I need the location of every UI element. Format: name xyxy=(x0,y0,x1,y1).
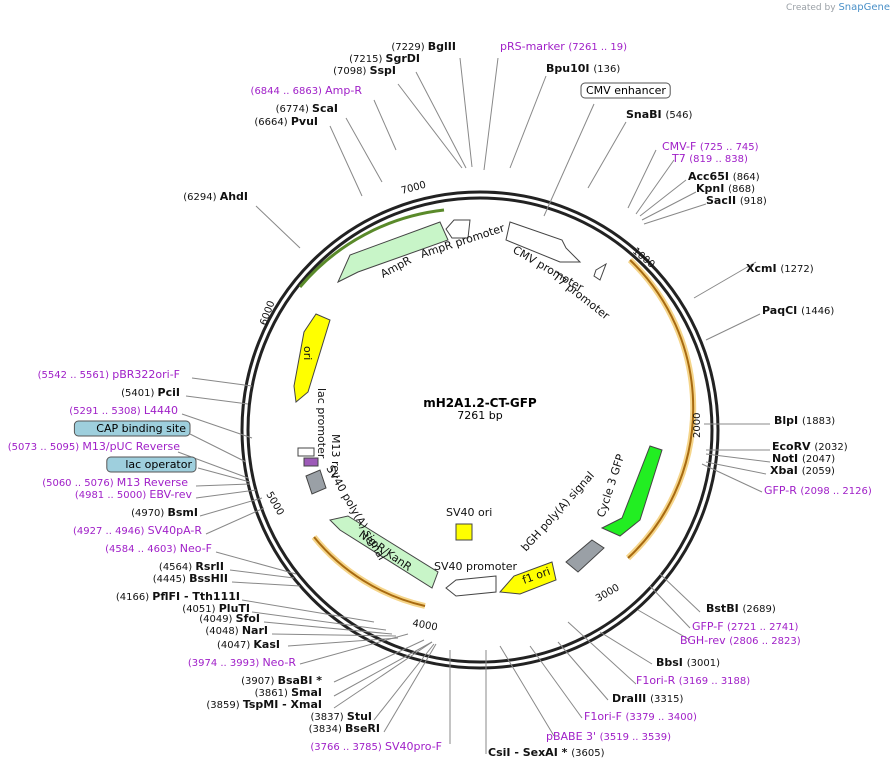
f1-ori-feature xyxy=(498,561,557,595)
enzyme-label: (4970) BsmI xyxy=(131,506,198,519)
enzyme-label: (3834) BseRI xyxy=(309,722,380,735)
enzyme-label: (3907) BsaBI * xyxy=(241,674,322,687)
cmv-promoter-feature xyxy=(505,221,582,263)
feature-box-label: CAP binding site xyxy=(96,422,186,435)
sv40-polya-feature xyxy=(305,469,327,495)
backbone-outer-ring xyxy=(240,190,720,670)
enzyme-label: (4051) PluTI xyxy=(182,602,250,615)
primer-label: (3766 .. 3785) SV40pro-F xyxy=(310,740,442,753)
primer-label: (5060 .. 5076) M13 Reverse xyxy=(42,476,188,489)
tick-2000: 2000 xyxy=(692,413,703,438)
enzyme-label: (7229) BglII xyxy=(391,40,456,53)
enzyme-label: (4048) NarI xyxy=(205,624,268,637)
primer-label: (4981 .. 5000) EBV-rev xyxy=(75,488,193,501)
lac-operator-feature xyxy=(303,457,319,467)
enzyme-label: SnaBI (546) xyxy=(626,108,692,121)
t7-promoter-feature xyxy=(593,262,607,281)
feature-label-m13-rev: M13 rev xyxy=(329,434,342,479)
feature-box xyxy=(73,420,191,437)
plasmid-size: 7261 bp xyxy=(457,409,502,422)
snapgene-logo: SnapGene xyxy=(838,2,890,13)
primer-label: (5542 .. 5561) pBR322ori-F xyxy=(38,368,180,381)
enzyme-label: (7215) SgrDI xyxy=(349,52,420,65)
bgh-polya-feature xyxy=(565,539,605,573)
enzyme-label: (4166) PflFI - Tth111I xyxy=(116,590,240,603)
primer-label: T7 (819 .. 838) xyxy=(671,152,748,165)
primer-label: (6844 .. 6863) Amp-R xyxy=(251,84,363,97)
tick-4000: 4000 xyxy=(411,618,438,633)
enzyme-label: (5401) PciI xyxy=(121,386,180,399)
enzyme-label: XbaI (2059) xyxy=(770,464,835,477)
snapgene-watermark: Created by SnapGene xyxy=(786,2,890,13)
enzyme-label: EcoRV (2032) xyxy=(772,440,848,453)
sv40-promoter-feature xyxy=(445,575,497,597)
primer-label: (5291 .. 5308) L4440 xyxy=(69,404,178,417)
sv40-ori-feature xyxy=(455,523,473,541)
arc-ampr xyxy=(298,208,445,288)
enzyme-label: CsiI - SexAI * (3605) xyxy=(488,746,605,759)
feature-box-label: lac operator xyxy=(125,458,192,471)
enzyme-label: (6774) ScaI xyxy=(276,102,338,115)
primer-label: (4927 .. 4946) SV40pA-R xyxy=(73,524,202,537)
enzyme-label: Bpu10I (136) xyxy=(546,62,620,75)
enzyme-label: SacII (918) xyxy=(706,194,767,207)
backbone-inner-ring xyxy=(246,196,714,664)
primer-label: GFP-F (2721 .. 2741) xyxy=(692,620,799,633)
enzyme-label: NotI (2047) xyxy=(772,452,835,465)
enzyme-label: BbsI (3001) xyxy=(656,656,720,669)
enzyme-label: (7098) SspI xyxy=(333,64,396,77)
primer-label: (3974 .. 3993) Neo-R xyxy=(188,656,297,669)
feature-label-lac-promoter: lac promoter xyxy=(315,388,328,459)
enzyme-label: (4047) KasI xyxy=(217,638,280,651)
feature-label-sv40-ori: SV40 ori xyxy=(446,506,492,519)
feature-box xyxy=(106,456,197,473)
enzyme-label: BstBI (2689) xyxy=(706,602,776,615)
neor-kanr-feature xyxy=(329,515,439,589)
primer-label: BGH-rev (2806 .. 2823) xyxy=(680,634,801,647)
primer-label: (5073 .. 5095) M13/pUC Reverse xyxy=(8,440,180,453)
feature-box-label: CMV enhancer xyxy=(586,84,666,97)
enzyme-label: (4445) BssHII xyxy=(153,572,228,585)
enzyme-label: PaqCI (1446) xyxy=(762,304,834,317)
enzyme-label: XcmI (1272) xyxy=(746,262,814,275)
gfp-feature xyxy=(600,445,663,537)
enzyme-label: Acc65I (864) xyxy=(688,170,760,183)
enzyme-label: (4564) RsrII xyxy=(159,560,224,573)
feature-box xyxy=(580,82,671,99)
ampr-promoter-feature xyxy=(445,219,471,239)
enzyme-label: BlpI (1883) xyxy=(774,414,835,427)
primer-label: pRS-marker (7261 .. 19) xyxy=(500,40,627,53)
primer-label: F1ori-F (3379 .. 3400) xyxy=(584,710,697,723)
leader-lines xyxy=(177,57,771,754)
feature-label-sv40-promoter: SV40 promoter xyxy=(434,560,518,573)
arc-neo-line xyxy=(313,536,426,607)
enzyme-label: (3837) StuI xyxy=(310,710,372,723)
lac-promoter-feature xyxy=(297,447,315,457)
ori-feature xyxy=(293,313,331,403)
arc-cmv-gfp-line xyxy=(627,259,695,559)
enzyme-label: (4049) SfoI xyxy=(199,612,260,625)
enzyme-label: (6664) PvuI xyxy=(254,115,318,128)
feature-label-ori: ori xyxy=(301,346,314,360)
enzyme-label: DraIII (3315) xyxy=(612,692,683,705)
enzyme-label: (6294) AhdI xyxy=(183,190,248,203)
primer-label: (4584 .. 4603) Neo-F xyxy=(105,542,212,555)
ampr-feature xyxy=(336,221,449,284)
enzyme-label: (3859) TspMI - XmaI xyxy=(206,698,322,711)
plasmid-name: mH2A1.2-CT-GFP xyxy=(423,396,537,410)
enzyme-label: (3861) SmaI xyxy=(255,686,322,699)
primer-label: pBABE 3' (3519 .. 3539) xyxy=(546,730,671,743)
primer-label: F1ori-R (3169 .. 3188) xyxy=(636,674,750,687)
primer-label: GFP-R (2098 .. 2126) xyxy=(764,484,872,497)
primer-label: CMV-F (725 .. 745) xyxy=(662,140,759,153)
enzyme-label: KpnI (868) xyxy=(696,182,755,195)
